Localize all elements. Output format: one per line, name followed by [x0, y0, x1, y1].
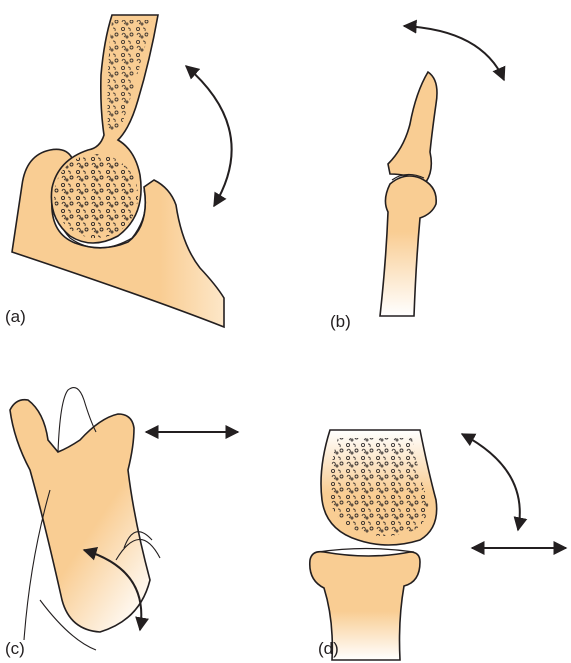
rotation-arrow-d	[462, 434, 520, 530]
lower-bone	[380, 176, 436, 316]
rotation-arrow-a	[186, 66, 232, 206]
irregular-bone	[10, 400, 150, 632]
panel-d-condyloid-joint	[310, 430, 566, 660]
panel-label-d: (d)	[318, 640, 339, 657]
panel-c-plane-joint	[10, 388, 238, 650]
upper-phalanx	[388, 72, 437, 182]
panel-label-b: (b)	[330, 313, 351, 330]
panel-b-hinge-joint	[380, 26, 504, 316]
panel-label-c: (c)	[5, 640, 25, 657]
panel-a-ball-and-socket-joint	[12, 15, 232, 327]
panel-label-a: (a)	[5, 308, 26, 325]
rotation-arrow-b	[404, 26, 504, 80]
